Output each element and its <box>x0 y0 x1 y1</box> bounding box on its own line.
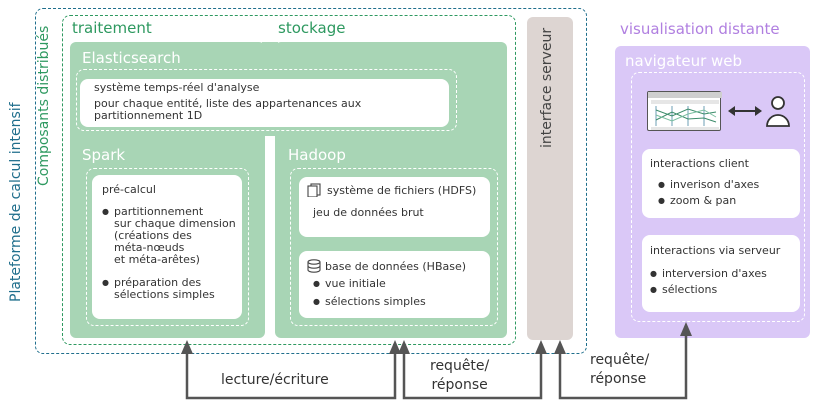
rw-arrowhead-right <box>389 340 401 354</box>
server-item-selection: sélections <box>650 284 800 297</box>
req1-arrow-line <box>402 352 543 400</box>
database-icon <box>307 259 321 273</box>
hbase-title: base de données (HBase) <box>325 260 467 273</box>
files-icon <box>307 183 321 197</box>
server-interactions-title: interactions via serveur <box>650 244 781 257</box>
hdfs-title: système de fichiers (HDFS) <box>327 184 477 197</box>
precalc-item1-l3: (créations des <box>114 229 192 242</box>
elasticsearch-title: Elasticsearch <box>82 49 181 67</box>
hbase-box: base de données (HBase) vue initiale sél… <box>299 251 490 318</box>
client-interactions-title: interactions client <box>650 157 749 170</box>
double-arrow-icon <box>728 106 762 116</box>
precalc-title: pré-calcul <box>102 183 156 196</box>
server-interactions-box: interactions via serveur interversion d'… <box>642 235 800 312</box>
req2-arrowhead-right <box>680 322 692 336</box>
req1-label: requête/ réponse <box>430 357 489 395</box>
req1-arrowhead-left <box>398 340 410 354</box>
hdfs-box: système de fichiers (HDFS) jeu de donnée… <box>299 177 490 237</box>
precalc-item2-l1: préparation des <box>114 276 202 289</box>
client-item-zoom: zoom & pan <box>658 195 800 208</box>
spark-frame <box>86 168 249 326</box>
hbase-item-initial: vue initiale <box>313 278 490 291</box>
elasticsearch-line3: partitionnement 1D <box>94 109 203 122</box>
remote-label: visualisation distante <box>620 20 780 38</box>
hadoop-frame <box>290 168 498 326</box>
traitement-label: traitement <box>72 19 152 37</box>
server-item-interversion: interversion d'axes <box>650 268 800 281</box>
precalc-item-selection: préparation des sélections simples <box>102 277 242 301</box>
hbase-header: base de données (HBase) <box>307 259 490 273</box>
req2-label-l2: réponse <box>590 371 647 387</box>
client-interactions-box: interactions client inverison d'axes zoo… <box>642 149 800 218</box>
precalc-item1-l5: et méta-arêtes) <box>114 253 200 266</box>
hadoop-title: Hadoop <box>288 146 346 164</box>
req2-label-l1: requête/ <box>590 352 650 368</box>
spark-title: Spark <box>82 146 126 164</box>
hdfs-header: système de fichiers (HDFS) <box>307 183 490 197</box>
vis-thumbnail-icon <box>648 92 722 130</box>
stockage-label: stockage <box>278 19 346 37</box>
hdfs-content: jeu de données brut <box>313 206 424 219</box>
client-item-invert: inverison d'axes <box>658 179 800 192</box>
elasticsearch-box: système temps-réel d'analyse pour chaque… <box>80 79 449 127</box>
rw-arrow-line <box>185 352 397 400</box>
precalc-item-partition: partitionnement sur chaque dimension (cr… <box>102 206 242 266</box>
req1-arrowhead-right <box>535 340 547 354</box>
elasticsearch-frame <box>76 69 457 131</box>
req2-arrowhead-left <box>554 340 566 354</box>
precalc-item1-l1: partitionnement <box>114 205 204 218</box>
rw-arrowhead-left <box>181 340 193 354</box>
rw-label: lecture/écriture <box>221 372 329 388</box>
hbase-item-selection: sélections simples <box>313 296 490 309</box>
platform-frame <box>35 8 587 354</box>
req1-label-l1: requête/ <box>430 358 490 374</box>
req2-arrow-line <box>558 334 688 400</box>
precalc-item1-l2: sur chaque dimension <box>114 217 236 230</box>
elasticsearch-line1: système temps-réel d'analyse <box>94 81 260 94</box>
browser-frame <box>631 72 805 322</box>
distributed-frame <box>62 15 516 345</box>
server-interface-panel <box>527 17 573 340</box>
req2-label: requête/ réponse <box>590 351 649 389</box>
browser-screenshot <box>647 91 722 131</box>
req1-label-l2: réponse <box>431 377 488 393</box>
elasticsearch-line2: pour chaque entité, liste des appartenan… <box>94 97 362 110</box>
precalc-item2-l2: sélections simples <box>114 288 215 301</box>
precalc-item1-l4: méta-nœuds <box>114 241 185 254</box>
user-icon <box>766 96 790 127</box>
browser-title: navigateur web <box>625 52 743 70</box>
precalc-box: pré-calcul partitionnement sur chaque di… <box>92 175 242 319</box>
